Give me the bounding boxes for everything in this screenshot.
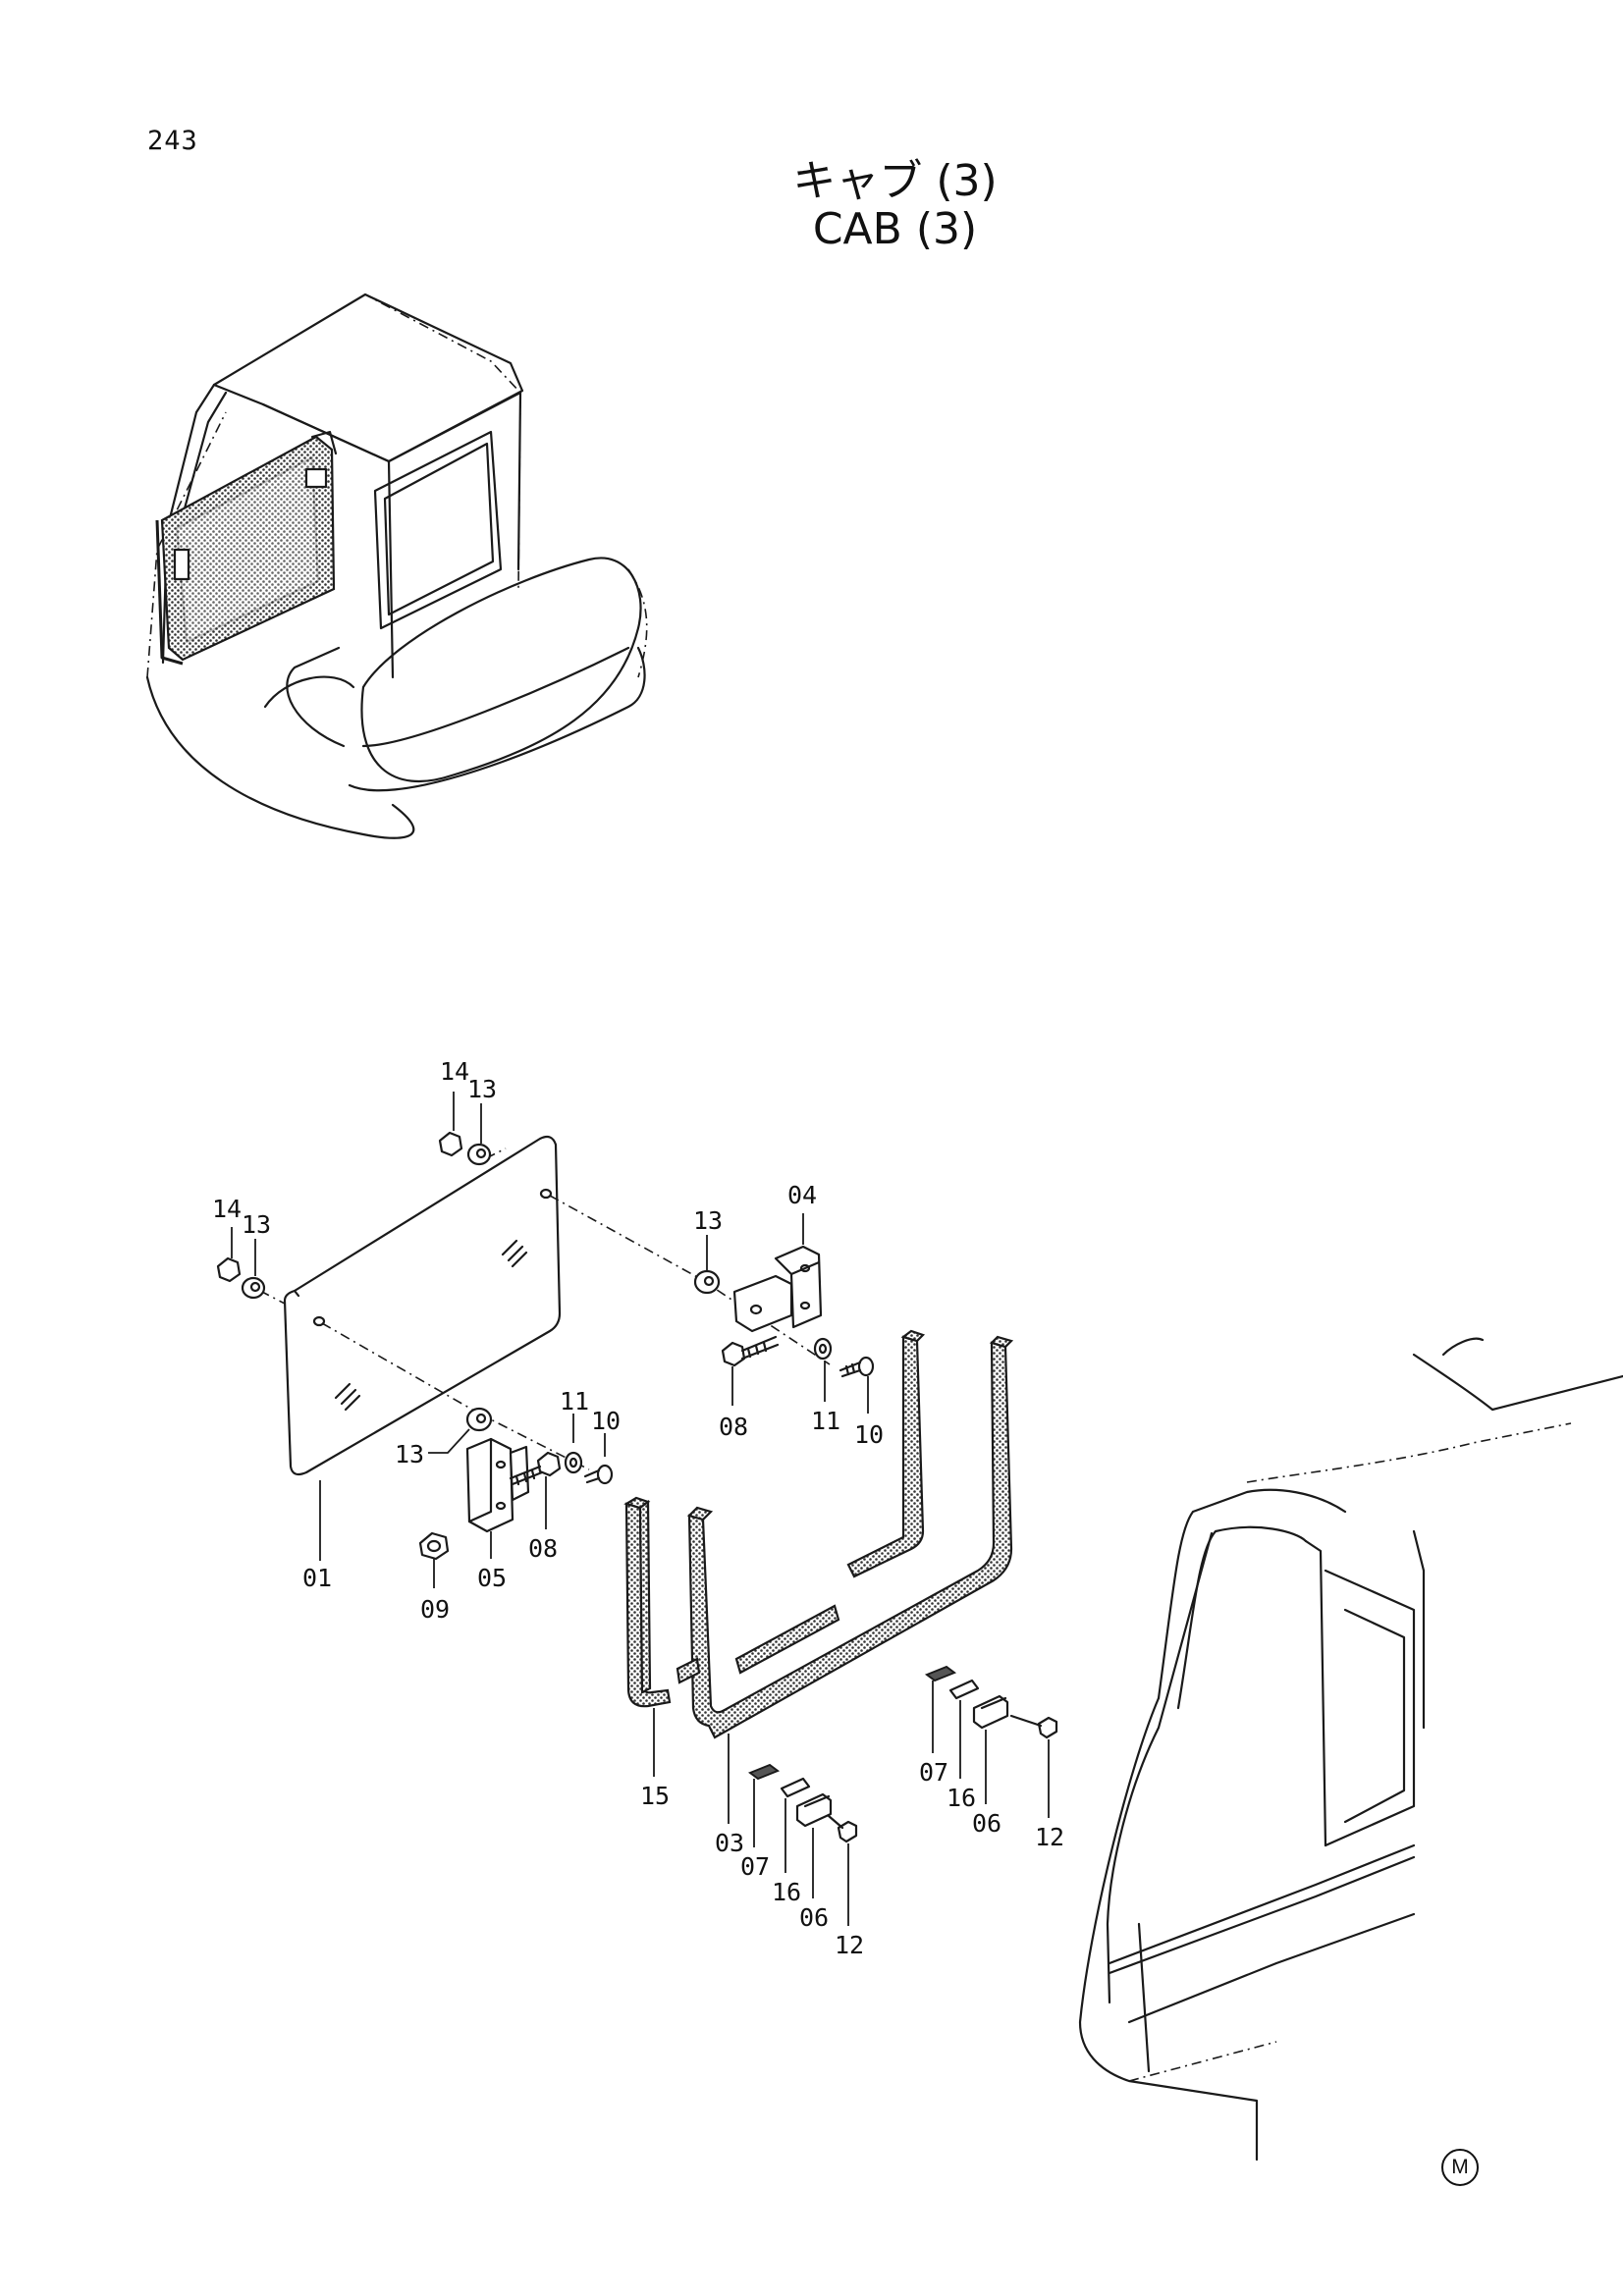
screw-10-lower [583, 1464, 614, 1485]
label-11: 11 [560, 1387, 589, 1415]
label-13: 13 [395, 1440, 424, 1468]
seal-03 [676, 1329, 1014, 1739]
label-12: 12 [835, 1931, 864, 1959]
washer-13-lower [465, 1407, 493, 1432]
washer-11-upper [813, 1337, 833, 1361]
washer-13-top [466, 1143, 492, 1166]
clip-group-upper [924, 1665, 1058, 1739]
leader-lines [231, 1092, 1050, 1926]
label-14: 14 [212, 1195, 242, 1223]
overview-machine [145, 293, 648, 839]
page-number: 243 [147, 126, 198, 156]
corner-mark: M [1441, 2149, 1479, 2186]
glass-panel-01 [283, 1135, 562, 1476]
label-08: 08 [719, 1413, 748, 1441]
centerline-upper [549, 1195, 700, 1279]
part-labels: 14 13 14 13 13 04 08 11 10 13 11 10 01 0… [212, 1057, 1064, 1959]
title-japanese: キャブ (3) [792, 156, 998, 206]
label-09: 09 [420, 1595, 450, 1624]
nut-09 [418, 1531, 450, 1561]
label-15: 15 [640, 1782, 670, 1810]
label-12: 12 [1035, 1823, 1064, 1851]
label-10: 10 [591, 1407, 621, 1435]
seal-15 [623, 1496, 672, 1708]
centerline-lower [321, 1322, 480, 1415]
label-06: 06 [799, 1903, 829, 1932]
washer-13-left [241, 1276, 266, 1300]
label-16: 16 [772, 1878, 801, 1906]
nut-14-left [216, 1256, 242, 1283]
label-13: 13 [242, 1210, 271, 1239]
label-03: 03 [715, 1829, 744, 1857]
label-04: 04 [787, 1181, 817, 1209]
screw-10-upper [839, 1356, 875, 1378]
label-07: 07 [740, 1852, 770, 1881]
label-07: 07 [919, 1758, 948, 1787]
bolt-08-upper [721, 1335, 780, 1367]
label-13: 13 [693, 1206, 723, 1235]
label-06: 06 [972, 1809, 1001, 1838]
label-05: 05 [477, 1564, 507, 1592]
cab-partial-view [1078, 1337, 1623, 2162]
label-10: 10 [854, 1420, 884, 1449]
bracket-05 [465, 1437, 530, 1533]
label-01: 01 [302, 1564, 332, 1592]
label-08: 08 [528, 1534, 558, 1563]
nut-14-top [438, 1131, 463, 1157]
label-14: 14 [440, 1057, 469, 1086]
washer-11-lower [564, 1451, 583, 1474]
bolt-08-lower [509, 1451, 562, 1486]
centerline-upper-2 [698, 1277, 831, 1365]
clip-group-lower [747, 1763, 858, 1843]
label-13: 13 [467, 1075, 497, 1103]
washer-13-right [693, 1269, 721, 1295]
title-english: CAB (3) [812, 204, 978, 254]
centerline-left [259, 1290, 286, 1305]
label-11: 11 [811, 1407, 840, 1435]
label-16: 16 [947, 1784, 976, 1812]
bracket-04 [732, 1245, 823, 1333]
